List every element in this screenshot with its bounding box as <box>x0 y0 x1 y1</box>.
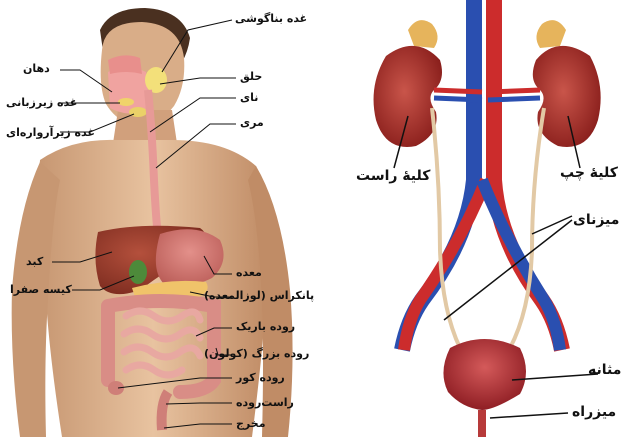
parotid-gland <box>145 67 167 93</box>
label-gallbladder: کیسه صفرا <box>10 283 72 296</box>
left-kidney-organ <box>533 46 601 147</box>
label-mouth: دهان <box>23 62 50 75</box>
right-adrenal-gland <box>408 20 438 48</box>
label-anus: مخرج <box>236 417 266 430</box>
label-ureter: میزنای <box>573 212 619 228</box>
label-pharynx: نای <box>240 91 258 104</box>
oral-cavity <box>108 67 150 114</box>
renal-vessel-left <box>488 90 540 92</box>
left-ureter <box>510 108 544 348</box>
renal-vein-left <box>488 98 540 100</box>
nasal-cavity <box>108 55 142 74</box>
label-sublingual-gland: غده زیرزبانی <box>6 96 77 109</box>
label-small-intestine: روده باریک <box>236 320 295 333</box>
gallbladder-organ <box>129 260 147 284</box>
renal-vein-right <box>434 98 482 100</box>
label-cecum: روده کور <box>236 371 285 384</box>
label-right-kidney: کلیهٔ راست <box>356 168 430 184</box>
label-submandibular-gland: غده زیرآرواره‌ای <box>6 126 95 139</box>
digestive-system-panel: غده بناگوشی دهان غده زیرزبانی غده زیرآرو… <box>0 0 322 437</box>
urinary-system-panel: کلیهٔ راست کلیهٔ چپ میزنای مثانه میزراه <box>322 0 628 437</box>
label-liver: کبد <box>26 255 43 268</box>
submandibular-gland <box>129 107 147 117</box>
bladder-organ <box>443 339 526 410</box>
label-esophagus: مری <box>240 116 264 129</box>
label-rectum: راست‌روده <box>236 396 294 409</box>
sublingual-gland <box>118 98 134 106</box>
label-urethra: میزراه <box>572 404 616 420</box>
label-left-kidney: کلیهٔ چپ <box>560 165 618 181</box>
label-parotid-gland: غده بناگوشی <box>235 12 307 25</box>
label-large-intestine: روده بزرگ (کولون) <box>204 347 309 360</box>
label-bladder: مثانه <box>588 362 621 378</box>
label-stomach: معده <box>236 266 262 279</box>
right-kidney-organ <box>374 46 442 147</box>
left-adrenal-gland <box>536 20 566 48</box>
label-pancreas: پانکراس (لوزالمعده) <box>204 289 314 302</box>
renal-vessel-right <box>434 90 482 92</box>
label-throat: حلق <box>240 70 262 83</box>
